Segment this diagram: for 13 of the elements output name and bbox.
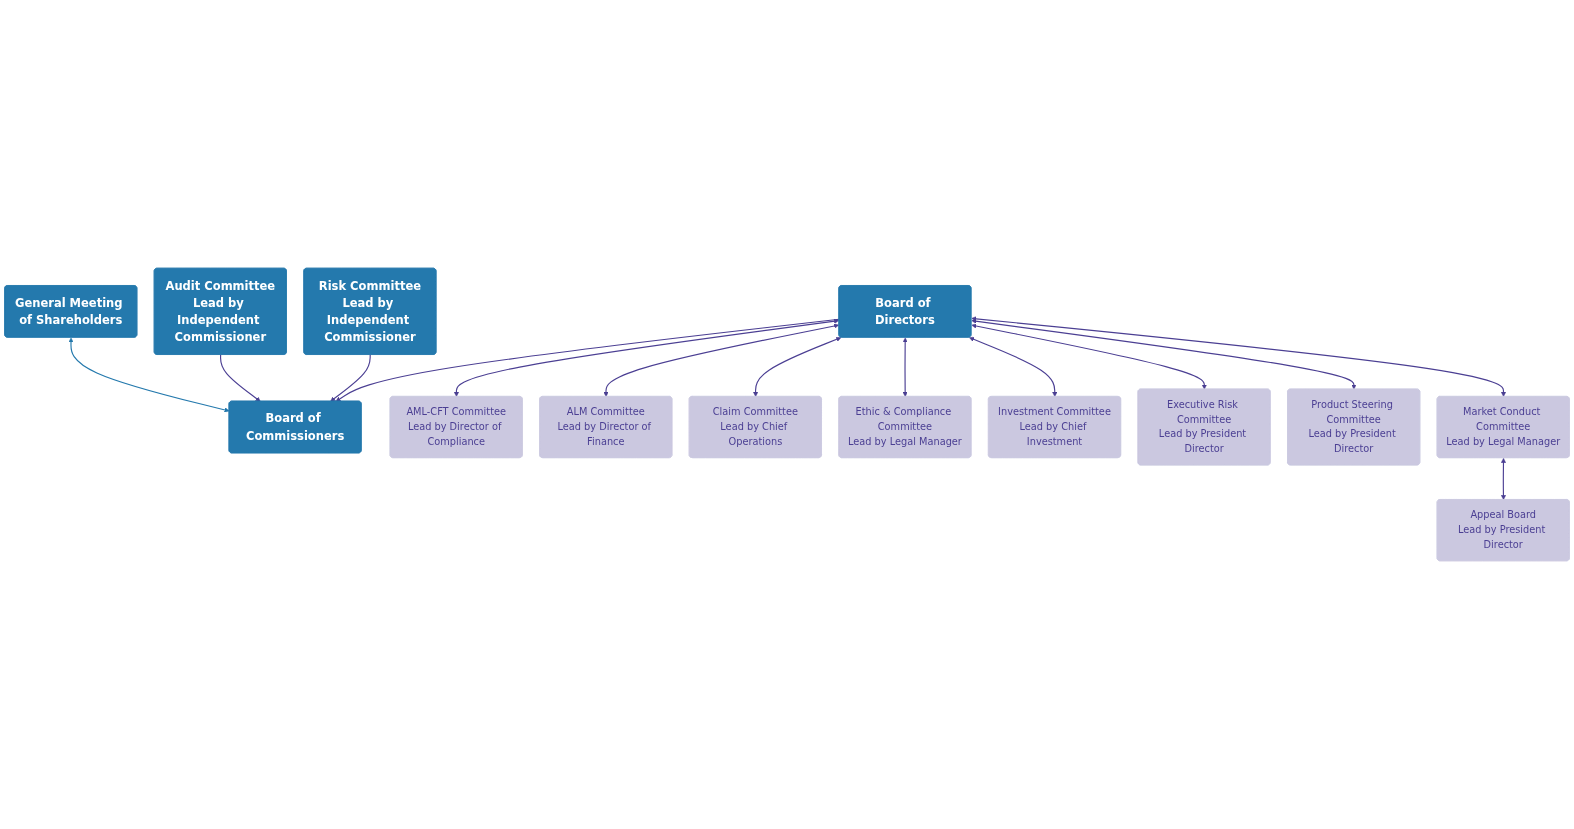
arrow [220,354,261,402]
arrow [971,318,1357,390]
arrow [68,337,230,413]
arrow [971,323,1207,390]
arrow [603,323,840,397]
arrow [330,354,371,402]
arrow [971,316,1506,397]
arrow [969,336,1058,397]
arrow [335,318,840,402]
arrow [902,337,908,397]
arrow [453,318,840,397]
arrow [753,336,842,397]
arrow [1500,457,1506,500]
